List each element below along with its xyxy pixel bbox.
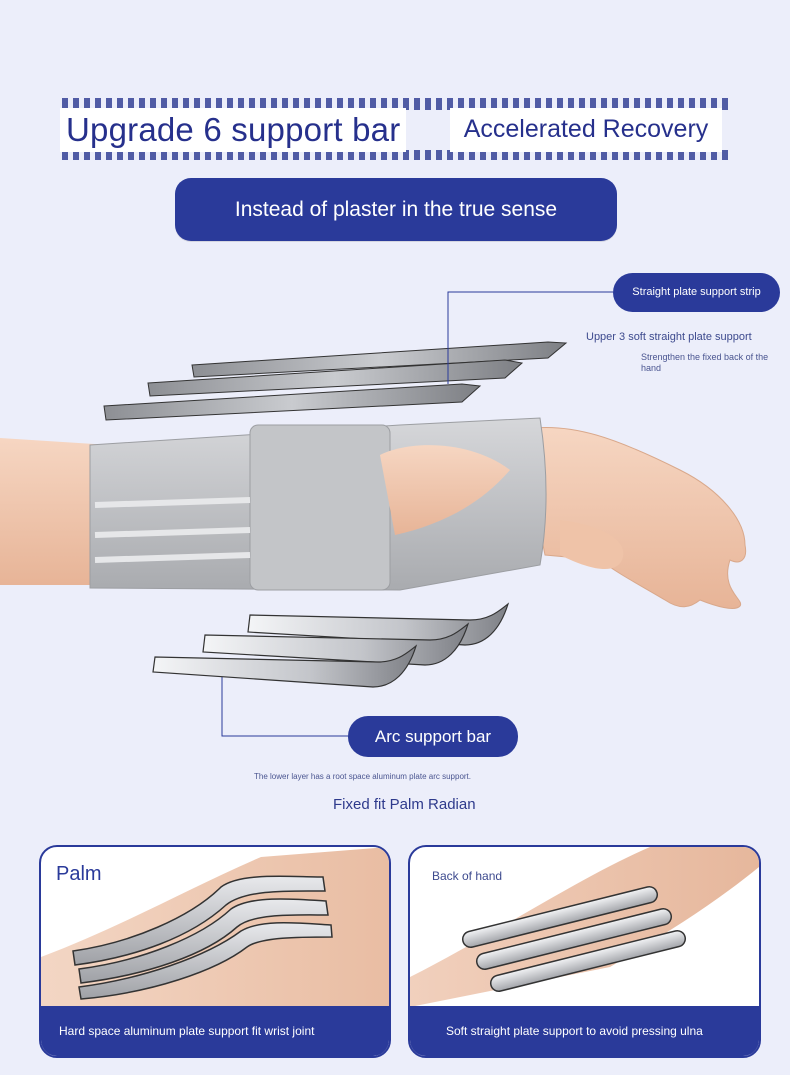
palm-caption-bar: Hard space aluminum plate support fit wr… [41, 1006, 389, 1056]
back-metal-bars [461, 885, 687, 993]
palm-title: Palm [56, 863, 102, 885]
palm-metal-bars [72, 875, 333, 1000]
lower-arc-bars [152, 602, 510, 688]
subtitle-banner: Instead of plaster in the true sense [175, 178, 617, 241]
wrist-brace-illustration [0, 291, 747, 737]
back-caption: Soft straight plate support to avoid pre… [446, 1024, 703, 1038]
lower-layer-note: The lower layer has a root space aluminu… [254, 772, 471, 781]
palm-illustration [41, 847, 389, 1007]
palm-card: Palm Hard space aluminum plate support f… [39, 845, 391, 1058]
back-of-hand-card: Back of hand Soft straight plate support… [408, 845, 761, 1058]
page-title-secondary: Accelerated Recovery [450, 108, 722, 152]
palm-caption: Hard space aluminum plate support fit wr… [59, 1024, 315, 1038]
upper-straight-bars [103, 341, 568, 421]
straight-plate-strip-label: Straight plate support strip [613, 273, 780, 312]
fixed-fit-caption: Fixed fit Palm Radian [333, 796, 476, 813]
arc-support-bar-label: Arc support bar [348, 716, 518, 757]
strengthen-note: Strengthen the fixed back of the hand [641, 352, 769, 373]
strip-callout-line [447, 291, 613, 384]
back-caption-bar: Soft straight plate support to avoid pre… [410, 1006, 759, 1056]
upper-bars-label: Upper 3 soft straight plate support [586, 331, 752, 343]
arc-callout-line [221, 668, 348, 737]
wrist-brace [89, 417, 547, 591]
back-of-hand-illustration [410, 847, 759, 1007]
arm-and-hand [0, 426, 747, 609]
back-of-hand-title: Back of hand [432, 869, 503, 883]
page-title: Upgrade 6 support bar [60, 108, 407, 152]
